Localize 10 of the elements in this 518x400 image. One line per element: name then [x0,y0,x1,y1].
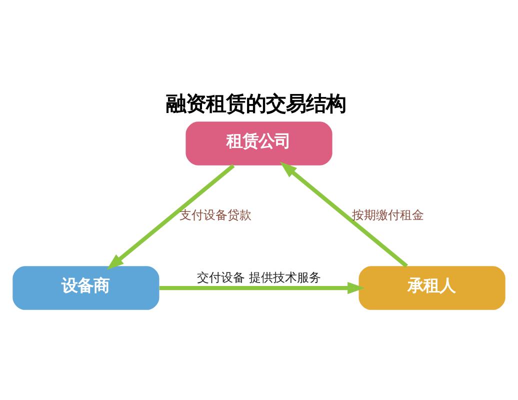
node-box: 租赁公司 [186,121,332,165]
arrow [280,161,408,268]
arrow [106,163,235,270]
edge-label: 按期缴付租金 [352,207,424,222]
node-box: 设备商 [12,266,160,310]
arrow [159,281,365,294]
edge-label: 交付设备 提供技术服务 [197,270,321,284]
edge-label: 支付设备贷款 [180,207,252,222]
diagram-title: 融资租赁的交易结构 [166,90,346,115]
node-box: 承租人 [358,266,506,310]
